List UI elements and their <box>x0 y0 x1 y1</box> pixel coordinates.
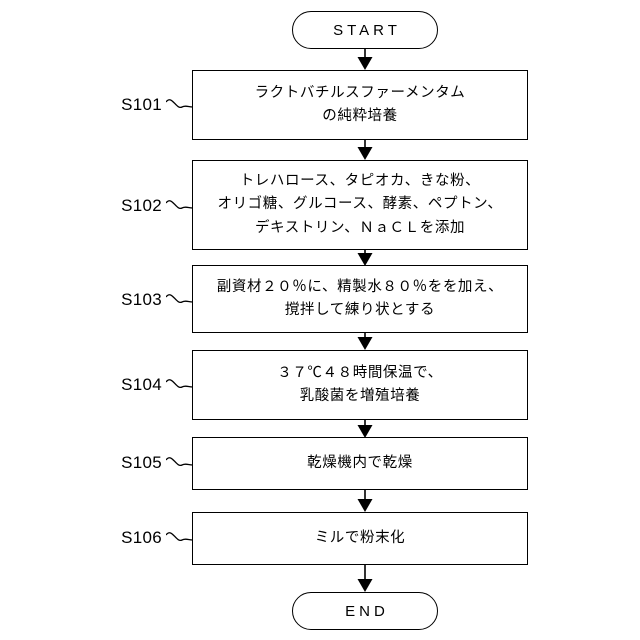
arrow-s101-to-s102 <box>357 140 373 160</box>
end-terminator: END <box>292 592 438 630</box>
process-box-s101: ラクトバチルスファーメンタム の純粋培養 <box>192 70 528 140</box>
leader-line-s105 <box>166 457 194 466</box>
process-box-s105: 乾燥機内で乾燥 <box>192 437 528 490</box>
process-text-line: オリゴ糖、グルコース、酵素、ペプトン、 <box>217 196 503 213</box>
process-box-s106: ミルで粉末化 <box>192 512 528 565</box>
process-text-line: ３７℃４８時間保温で、 <box>277 364 443 381</box>
start-terminator: START <box>292 11 438 49</box>
process-text-line: 乾燥機内で乾燥 <box>307 454 413 471</box>
process-text-line: ラクトバチルスファーメンタム <box>254 84 466 101</box>
step-label-s104: S104 <box>121 375 162 394</box>
step-label-s106: S106 <box>121 528 162 547</box>
leader-line-s103 <box>166 294 194 303</box>
process-box-s103: 副資材２０％に、精製水８０％をを加え、 撹拌して練り状とする <box>192 265 528 333</box>
step-label-s103: S103 <box>121 290 162 309</box>
start-terminator-label: START <box>333 21 401 39</box>
process-box-s104: ３７℃４８時間保温で、 乳酸菌を増殖培養 <box>192 350 528 420</box>
process-text-line: トレハロース、タピオカ、きな粉、 <box>239 172 481 189</box>
leader-line-s101 <box>166 99 194 108</box>
step-label-s105: S105 <box>121 453 162 472</box>
leader-line-s106 <box>166 532 194 541</box>
process-text-line: 乳酸菌を増殖培養 <box>299 388 421 404</box>
arrow-s103-to-s104 <box>357 333 373 350</box>
arrow-s105-to-s106 <box>357 490 373 512</box>
process-box-s102: トレハロース、タピオカ、きな粉、 オリゴ糖、グルコース、酵素、ペプトン、 デキス… <box>192 160 528 250</box>
step-label-s101: S101 <box>121 95 162 114</box>
leader-line-s104 <box>166 379 194 388</box>
arrow-s106-to-end <box>357 565 373 592</box>
process-text-line: 副資材２０％に、精製水８０％をを加え、 <box>216 278 504 295</box>
leader-line-s102 <box>166 200 194 209</box>
process-text-line: デキストリン、ＮａＣＬを添加 <box>254 219 466 236</box>
arrow-start-to-s101 <box>357 49 373 70</box>
process-text-line: の純粋培養 <box>322 108 398 124</box>
process-text-line: 撹拌して練り状とする <box>284 302 436 318</box>
process-text-line: ミルで粉末化 <box>314 529 406 546</box>
step-label-s102: S102 <box>121 196 162 215</box>
end-terminator-label: END <box>345 602 389 620</box>
